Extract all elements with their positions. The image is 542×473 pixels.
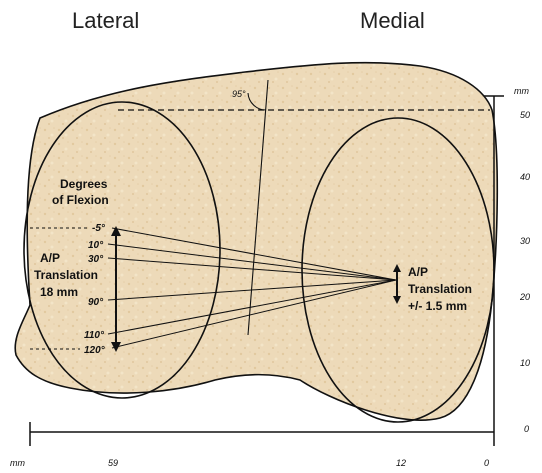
vertical-scale-unit: mm <box>514 86 529 96</box>
flexion-angle-90: 90° <box>88 297 104 308</box>
vertical-tick-20: 20 <box>519 292 530 302</box>
angle-label: 95° <box>232 89 246 99</box>
flexion-angle-30: 30° <box>88 254 104 265</box>
flexion-angle--5: -5° <box>92 223 106 234</box>
lateral-translation-line1: A/P <box>40 251 60 265</box>
medial-title: Medial <box>360 8 425 33</box>
medial-translation-line3: +/- 1.5 mm <box>408 299 467 313</box>
degrees-heading-line1: Degrees <box>60 177 108 191</box>
vertical-tick-10: 10 <box>520 358 530 368</box>
vertical-tick-0: 0 <box>524 424 529 434</box>
flexion-angle-120: 120° <box>84 345 106 356</box>
medial-translation-line1: A/P <box>408 265 428 279</box>
lateral-title: Lateral <box>72 8 139 33</box>
flexion-angle-10: 10° <box>88 240 104 251</box>
horizontal-tick-0: 0 <box>484 458 489 468</box>
medial-translation-line2: Translation <box>408 282 472 296</box>
vertical-tick-30: 30 <box>520 236 530 246</box>
vertical-tick-50: 50 <box>520 110 530 120</box>
horizontal-tick-59: 59 <box>108 458 118 468</box>
flexion-angle-110: 110° <box>84 330 105 341</box>
horizontal-tick-12: 12 <box>396 458 406 468</box>
lateral-translation-line3: 18 mm <box>40 285 78 299</box>
horizontal-scale-unit: mm <box>10 458 25 468</box>
lateral-translation-line2: Translation <box>34 268 98 282</box>
vertical-tick-40: 40 <box>520 172 530 182</box>
degrees-heading-line2: of Flexion <box>52 193 109 207</box>
